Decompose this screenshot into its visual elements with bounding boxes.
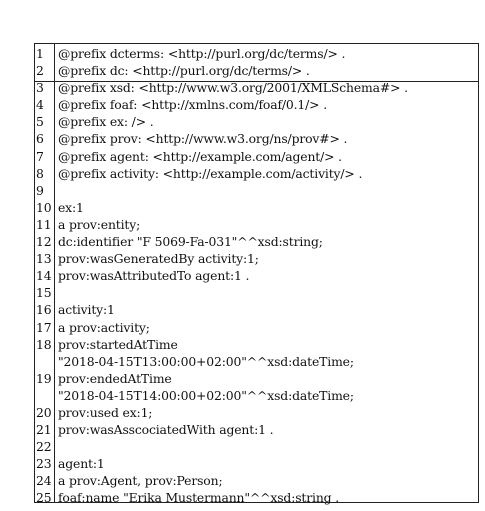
- code-text: @prefix ex: /> .: [58, 114, 154, 130]
- line-number: 5: [36, 114, 44, 130]
- line-number: 6: [36, 131, 44, 147]
- line-number: 14: [36, 268, 52, 284]
- line-number: 19: [36, 370, 52, 386]
- code-line: 4 @prefix foaf: <http://xmlns.com/foaf/0.…: [35, 96, 478, 113]
- line-number: 4: [36, 97, 44, 113]
- line-number: 24: [36, 473, 52, 489]
- line-number: 20: [36, 404, 52, 420]
- line-number: 18: [36, 336, 52, 352]
- code-line: 13 prov:wasGeneratedBy activity:1;: [35, 250, 478, 267]
- code-line: 17 a prov:activity;: [35, 319, 478, 336]
- code-line: 25 foaf:name "Erika Mustermann"^^xsd:stri…: [35, 489, 478, 506]
- line-number: 7: [36, 148, 44, 164]
- code-text: a prov:Agent, prov:Person;: [58, 473, 223, 489]
- code-line: 6 @prefix prov: <http://www.w3.org/ns/pro…: [35, 130, 478, 147]
- line-number-divider: [54, 44, 55, 502]
- code-text: @prefix activity: <http://example.com/ac…: [58, 165, 363, 181]
- line-number: 11: [36, 216, 52, 232]
- code-line: 11 a prov:entity;: [35, 216, 478, 233]
- code-line: 12 dc:identifier "F 5069-Fa-031"^^xsd:str…: [35, 233, 478, 250]
- code-line: 21 prov:wasAsscociatedWith agent:1 .: [35, 421, 478, 438]
- code-text: "2018-04-15T14:00:00+02:00"^^xsd:dateTim…: [58, 387, 354, 403]
- header-separator: [35, 81, 478, 82]
- code-text: dc:identifier "F 5069-Fa-031"^^xsd:strin…: [58, 234, 323, 250]
- code-line: 3 @prefix xsd: <http://www.w3.org/2001/XM…: [35, 79, 478, 96]
- code-line: 9: [35, 182, 478, 199]
- code-line: 24 a prov:Agent, prov:Person;: [35, 472, 478, 489]
- line-number: 17: [36, 319, 52, 335]
- line-number: 23: [36, 456, 52, 472]
- code-listing: 1 @prefix dcterms: <http://purl.org/dc/te…: [34, 43, 479, 505]
- code-text: foaf:name "Erika Mustermann"^^xsd:string…: [58, 490, 340, 506]
- code-line: 20 prov:used ex:1;: [35, 404, 478, 421]
- code-text: @prefix xsd: <http://www.w3.org/2001/XML…: [58, 80, 408, 96]
- line-number: 25: [36, 490, 52, 506]
- line-number: 15: [36, 285, 52, 301]
- code-text: a prov:activity;: [58, 319, 150, 335]
- code-line: "2018-04-15T14:00:00+02:00"^^xsd:dateTim…: [35, 387, 478, 404]
- code-text: @prefix dcterms: <http://purl.org/dc/ter…: [58, 46, 346, 61]
- code-text: a prov:entity;: [58, 216, 141, 232]
- line-number: 21: [36, 422, 52, 438]
- code-line: 10 ex:1: [35, 199, 478, 216]
- code-line: 15: [35, 284, 478, 301]
- line-number: 16: [36, 302, 52, 318]
- line-number: 3: [36, 80, 44, 96]
- line-number: 1: [36, 46, 44, 61]
- line-number: 10: [36, 199, 52, 215]
- line-number: 8: [36, 165, 44, 181]
- line-number: 22: [36, 439, 52, 455]
- code-text: prov:endedAtTime: [58, 370, 172, 386]
- code-text: prov:wasGeneratedBy activity:1;: [58, 251, 259, 267]
- code-text: activity:1: [58, 302, 115, 318]
- code-text: @prefix foaf: <http://xmlns.com/foaf/0.1…: [58, 97, 327, 113]
- code-line: "2018-04-15T13:00:00+02:00"^^xsd:dateTim…: [35, 353, 478, 370]
- code-line: 7 @prefix agent: <http://example.com/agen…: [35, 148, 478, 165]
- code-line: 1 @prefix dcterms: <http://purl.org/dc/te…: [35, 45, 478, 62]
- code-line: 5 @prefix ex: /> .: [35, 113, 478, 130]
- code-text: @prefix prov: <http://www.w3.org/ns/prov…: [58, 131, 348, 147]
- code-text: prov:wasAsscociatedWith agent:1 .: [58, 422, 274, 438]
- code-text: "2018-04-15T13:00:00+02:00"^^xsd:dateTim…: [58, 353, 354, 369]
- code-text: ex:1: [58, 199, 84, 215]
- line-number: 12: [36, 234, 52, 250]
- code-line: 22: [35, 438, 478, 455]
- code-text: @prefix dc: <http://purl.org/dc/terms/> …: [58, 63, 310, 79]
- code-text: prov:startedAtTime: [58, 336, 178, 352]
- line-number: 13: [36, 251, 52, 267]
- code-line: 18 prov:startedAtTime: [35, 336, 478, 353]
- line-number: 9: [36, 182, 44, 198]
- code-line: 19 prov:endedAtTime: [35, 370, 478, 387]
- code-lines: 1 @prefix dcterms: <http://purl.org/dc/te…: [35, 45, 478, 507]
- line-number: 2: [36, 63, 44, 79]
- code-line: 23 agent:1: [35, 455, 478, 472]
- code-text: @prefix agent: <http://example.com/agent…: [58, 148, 342, 164]
- code-line: 8 @prefix activity: <http://example.com/a…: [35, 165, 478, 182]
- code-text: prov:wasAttributedTo agent:1 .: [58, 268, 250, 284]
- code-line: 2 @prefix dc: <http://purl.org/dc/terms/>…: [35, 62, 478, 79]
- code-text: agent:1: [58, 456, 105, 472]
- code-line: 16 activity:1: [35, 301, 478, 318]
- code-line: 14 prov:wasAttributedTo agent:1 .: [35, 267, 478, 284]
- code-text: prov:used ex:1;: [58, 404, 153, 420]
